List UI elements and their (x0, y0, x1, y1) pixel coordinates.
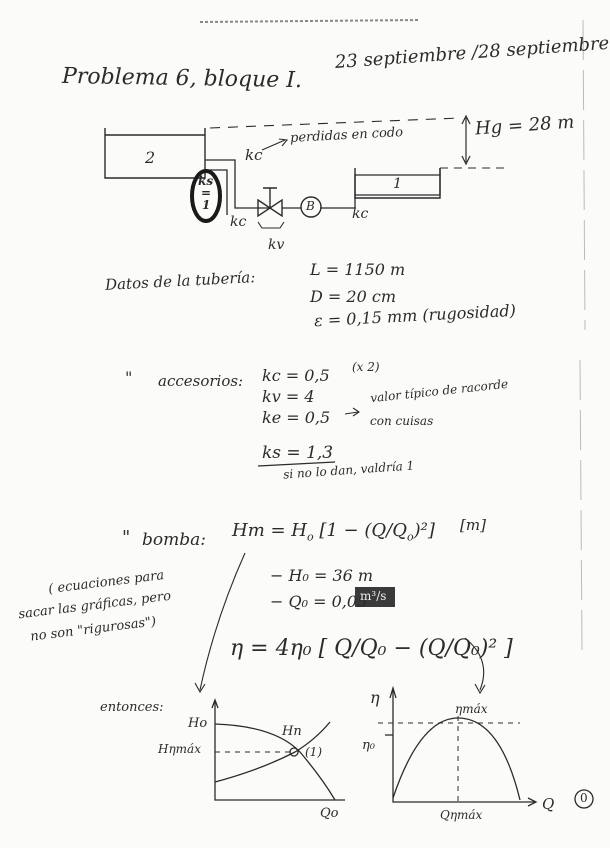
bomba-label: bomba: (142, 530, 206, 550)
efficiency-curve-graph (378, 685, 538, 807)
bomba-h0: − H₀ = 36 m (270, 566, 374, 585)
graph-hnmax-label: Hηmáx (158, 742, 201, 756)
tank-2-label: 2 (145, 148, 156, 167)
entonces-label: entonces: (100, 700, 164, 715)
graph-ho-label: Ho (188, 716, 208, 731)
bomba-equation: Hm = Ho [1 − (Q/Qo)²] (232, 520, 435, 544)
bomba-q0: − Q₀ = 0,05 (270, 592, 368, 611)
acc-ke: ke = 0,5 (262, 408, 331, 427)
ks-eq: = (201, 186, 212, 200)
page-mark: 0 (580, 791, 588, 805)
acc-kv: kv = 4 (262, 387, 315, 406)
accesorios-quote: " (125, 368, 133, 387)
datos-D: D = 20 cm (310, 287, 396, 306)
tank-2-drawing (104, 128, 206, 179)
bomba-q0-units: m³/s (360, 589, 387, 603)
bomba-eq-body: [1 − (Q/Q (319, 520, 407, 541)
acc-ke-note-2: con cuisas (370, 414, 434, 428)
graph-etamax-label: ηmáx (455, 702, 488, 716)
bomba-units: [m] (460, 516, 486, 534)
valve-symbol (257, 187, 283, 218)
kc-bottom-left-label: kc (230, 214, 247, 230)
datos-L: L = 1150 m (310, 260, 406, 279)
pump-curve-graph (211, 698, 345, 801)
graph-point-label: (1) (305, 745, 322, 759)
accesorios-label: accesorios: (158, 372, 244, 390)
acc-kc-note: (x 2) (352, 360, 380, 374)
problem-title: Problema 6, bloque I. (61, 63, 303, 94)
graph-qo-label: Qo (320, 806, 339, 821)
pump-letter: B (306, 199, 315, 213)
graph-q-axis-label: Q (542, 795, 555, 813)
ks-value: 1 (202, 198, 211, 212)
graph-hn-label: Hn (282, 724, 302, 739)
kc-bottom-right-label: kc (352, 206, 369, 222)
graph-qnmax-label: Qηmáx (440, 808, 483, 822)
bomba-eq-body-sub: o (406, 530, 414, 544)
bomba-eq-lhs: Hm = H (232, 520, 307, 541)
eta-equation: η = 4η₀ [ Q/Q₀ − (Q/Q₀)² ] (230, 636, 513, 661)
acc-kc: kc = 0,5 (262, 366, 330, 385)
pump-symbol (300, 196, 322, 218)
bomba-quote: " (122, 527, 131, 548)
tank-1-label: 1 (393, 176, 402, 192)
tank-1-drawing (354, 168, 441, 199)
ks-circle (190, 169, 222, 223)
kv-label: kv (268, 237, 285, 253)
graph-eta-axis-label: η (370, 688, 380, 707)
graph-eta0-label: η₀ (362, 738, 375, 753)
ks-label: ks (198, 174, 214, 188)
acc-ks: ks = 1,3 (262, 443, 334, 463)
bomba-eq-lhs-sub: o (307, 530, 314, 544)
bomba-eq-tail: )²] (413, 520, 435, 541)
kc-top-label: kc (245, 146, 263, 164)
